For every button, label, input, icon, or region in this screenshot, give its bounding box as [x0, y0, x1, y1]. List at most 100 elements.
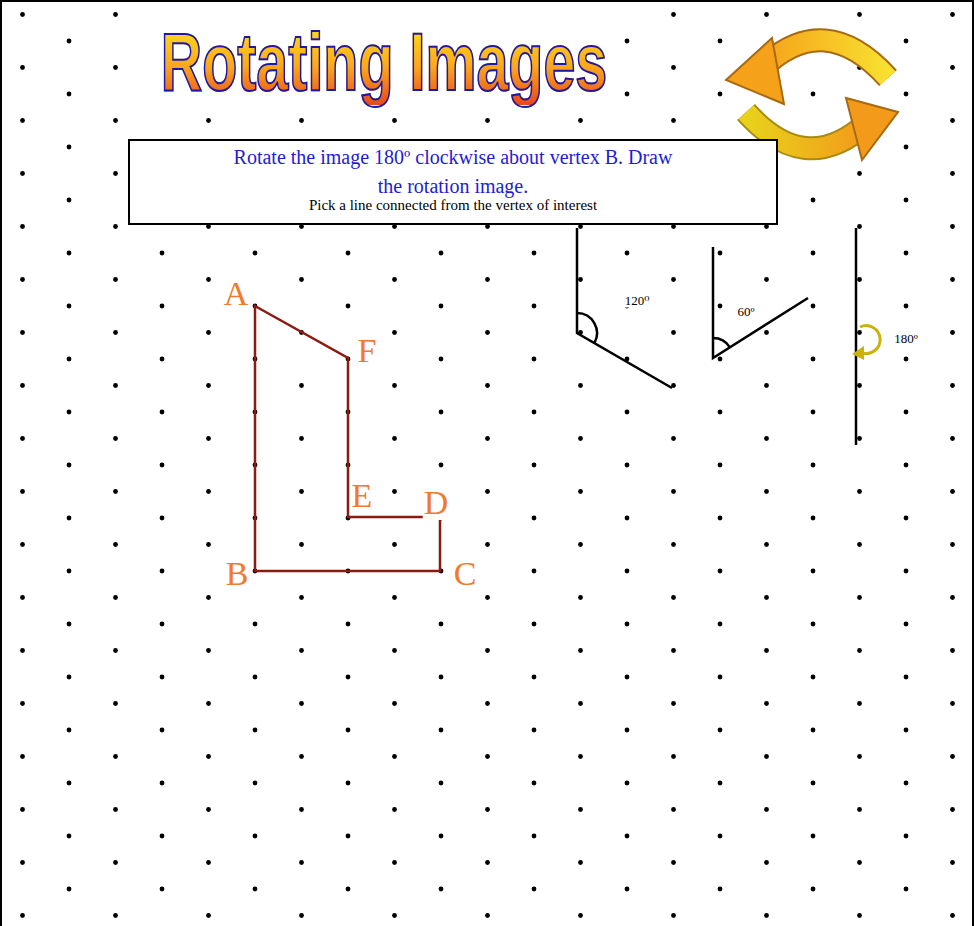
- grid-dot: [811, 357, 816, 362]
- grid-dot: [764, 648, 769, 653]
- grid-dot: [811, 622, 816, 627]
- grid-dot: [160, 516, 165, 521]
- grid-dot: [485, 648, 490, 653]
- angle-label: 180º: [893, 331, 919, 346]
- grid-dot: [811, 198, 816, 203]
- grid-dot: [67, 463, 72, 468]
- grid-dot: [718, 675, 723, 680]
- grid-dot: [299, 436, 304, 441]
- grid-dot: [392, 277, 397, 282]
- grid-dot: [113, 701, 118, 706]
- instruction-text: Rotate the image 180º clockwise about ve…: [228, 143, 678, 201]
- grid-dot: [671, 754, 676, 759]
- grid-dot: [904, 516, 909, 521]
- grid-dot: [160, 410, 165, 415]
- grid-dot: [904, 569, 909, 574]
- grid-dot: [578, 383, 583, 388]
- grid-dot: [299, 489, 304, 494]
- grid-dot: [950, 595, 955, 600]
- grid-dot: [20, 754, 25, 759]
- grid-dot: [950, 436, 955, 441]
- grid-dot: [578, 648, 583, 653]
- grid-dot: [67, 834, 72, 839]
- vertex-label: A: [223, 277, 250, 311]
- grid-dot: [392, 913, 397, 918]
- grid-dot: [20, 489, 25, 494]
- grid-dot: [67, 516, 72, 521]
- grid-dot: [764, 807, 769, 812]
- grid-dot: [113, 277, 118, 282]
- grid-dot: [206, 860, 211, 865]
- vertex-label: F: [357, 334, 378, 368]
- grid-dot: [160, 781, 165, 786]
- grid-dot: [718, 887, 723, 892]
- grid-dot: [20, 118, 25, 123]
- grid-dot: [625, 675, 630, 680]
- grid-dot: [485, 118, 490, 123]
- grid-dot: [950, 12, 955, 17]
- grid-dot: [532, 410, 537, 415]
- grid-dot: [206, 489, 211, 494]
- grid-dot: [392, 754, 397, 759]
- grid-dot: [67, 675, 72, 680]
- grid-dot: [485, 701, 490, 706]
- grid-dot: [253, 887, 258, 892]
- grid-dot: [439, 834, 444, 839]
- grid-dot: [299, 860, 304, 865]
- grid-dot: [857, 595, 862, 600]
- grid-dot: [439, 887, 444, 892]
- grid-dot: [904, 357, 909, 362]
- grid-dot: [718, 728, 723, 733]
- grid-dot: [764, 542, 769, 547]
- grid-dot: [811, 251, 816, 256]
- grid-dot: [299, 913, 304, 918]
- grid-dot: [950, 65, 955, 70]
- grid-dot: [160, 463, 165, 468]
- grid-dot: [718, 357, 723, 362]
- grid-dot: [485, 436, 490, 441]
- grid-dot: [857, 860, 862, 865]
- grid-dot: [764, 383, 769, 388]
- grid-dot: [764, 913, 769, 918]
- grid-dot: [811, 887, 816, 892]
- grid-dot: [578, 489, 583, 494]
- grid-dot: [857, 807, 862, 812]
- grid-dot: [20, 171, 25, 176]
- grid-dot: [20, 277, 25, 282]
- grid-dot: [904, 304, 909, 309]
- grid-dot: [578, 701, 583, 706]
- grid-dot: [299, 595, 304, 600]
- grid-dot: [904, 728, 909, 733]
- grid-dot: [160, 569, 165, 574]
- grid-dot: [206, 542, 211, 547]
- grid-dot: [392, 118, 397, 123]
- grid-dot: [253, 251, 258, 256]
- grid-dot: [718, 622, 723, 627]
- grid-dot: [113, 807, 118, 812]
- grid-dot: [904, 92, 909, 97]
- grid-dot: [764, 277, 769, 282]
- grid-dot: [857, 542, 862, 547]
- grid-dot: [346, 251, 351, 256]
- grid-dot: [950, 118, 955, 123]
- angle-label: 60º: [736, 304, 755, 319]
- grid-dot: [625, 781, 630, 786]
- grid-dot: [67, 304, 72, 309]
- vertex-label: C: [453, 557, 478, 591]
- grid-dot: [113, 595, 118, 600]
- grid-dot: [532, 728, 537, 733]
- grid-dot: [857, 701, 862, 706]
- grid-dot: [578, 436, 583, 441]
- grid-dot: [718, 92, 723, 97]
- grid-dot: [485, 807, 490, 812]
- grid-dot: [253, 834, 258, 839]
- grid-dot: [718, 463, 723, 468]
- grid-dot: [811, 781, 816, 786]
- grid-dot: [113, 648, 118, 653]
- grid-dot: [532, 887, 537, 892]
- grid-dot: [857, 383, 862, 388]
- grid-dot: [904, 622, 909, 627]
- grid-dot: [160, 887, 165, 892]
- grid-dot: [299, 754, 304, 759]
- grid-dot: [950, 277, 955, 282]
